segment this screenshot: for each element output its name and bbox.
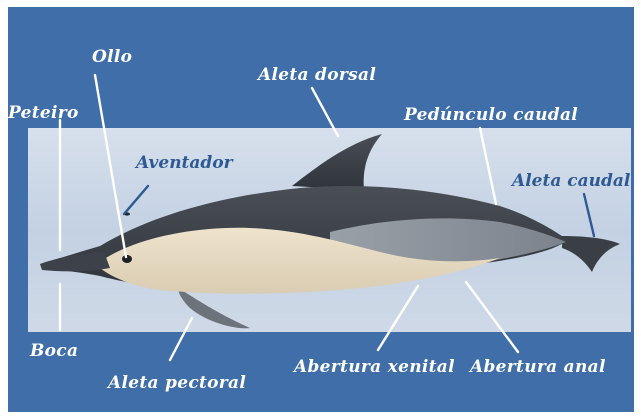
label-pedunculo-caudal: Pedúnculo caudal [403, 105, 578, 125]
label-abertura-xenital: Abertura xenital [292, 357, 455, 377]
label-aleta-caudal: Aleta caudal [510, 171, 631, 191]
label-aleta-dorsal: Aleta dorsal [256, 65, 376, 85]
label-ollo: Ollo [92, 47, 132, 67]
label-aventador: Aventador [134, 153, 234, 173]
label-peteiro: Peteiro [7, 103, 79, 123]
label-aleta-pectoral: Aleta pectoral [106, 373, 246, 393]
label-abertura-anal: Abertura anal [468, 357, 606, 377]
label-boca: Boca [29, 341, 78, 361]
